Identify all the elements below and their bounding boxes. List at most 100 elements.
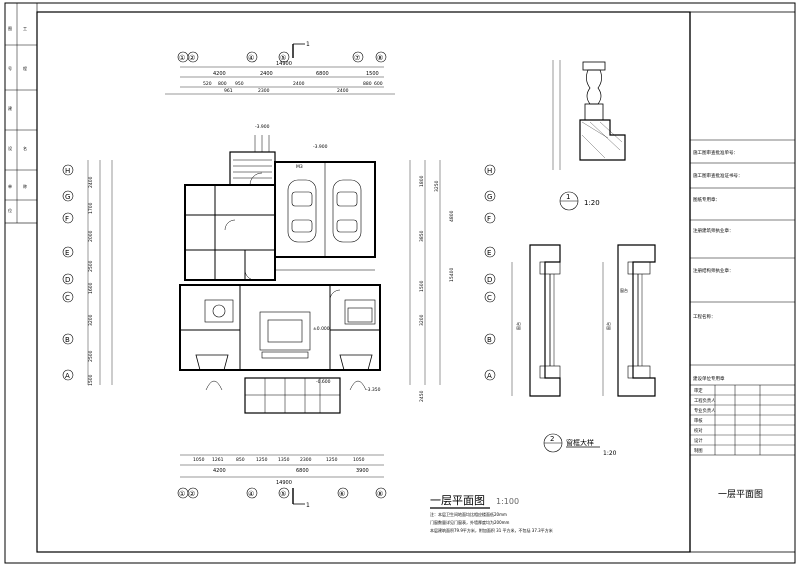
axis-label-right: H [487,167,492,175]
strip-label: 设 [8,145,12,151]
right-dims: 3250 4800 15400 1800 3850 1500 3200 2450 [419,175,455,402]
top-dim: 600 [374,81,383,87]
top-dim: 2400 [260,71,273,77]
detail1-number: 1 [566,193,570,201]
top-dimension-lines [165,66,395,95]
elevation-label: -0.600 [316,379,331,385]
axis-label-right: G [487,193,492,201]
bottom-dim: 6800 [296,468,309,474]
drawing-note: 门窗数量详见门窗表，外墙厚度均为200mm [430,519,510,525]
bottom-dim: 1250 [256,457,268,463]
axis-label-left: H [65,167,70,175]
axis-label-top: ⑦ [354,54,360,62]
axis-label-left: D [65,276,70,284]
drawing-title: 一层平面图 [430,494,485,507]
svg-text:3200: 3200 [419,314,425,326]
tb-field: 施工图审查批准单号： [693,149,738,156]
entrance-steps [233,135,272,179]
axis-label-bottom: ⑧ [377,490,383,498]
svg-text:4800: 4800 [449,210,455,222]
top-dim: 880 [363,81,372,87]
svg-text:2000: 2000 [88,230,94,242]
axis-label-right: B [487,336,492,344]
bottom-dimension-lines [180,454,384,478]
strip-label: 名 [23,145,27,151]
sheet-name: 一层平面图 [718,489,763,500]
axis-label-top: ⑤ [280,54,286,62]
axis-label-top: ⑧ [377,54,383,62]
axis-label-right: D [487,276,492,284]
axis-label-left: C [65,294,70,302]
axis-label-bottom: ④ [248,490,254,498]
section-mark-bottom: 1 [306,502,310,509]
signoff-label: 审核 [694,417,703,424]
bottom-dim: 3900 [356,468,369,474]
elevation-label: -3.900 [313,144,328,150]
drawing-scale: 1:100 [496,497,519,506]
top-dim: 4200 [213,71,226,77]
signoff-label: 制图 [694,447,703,454]
axis-label-left: G [65,193,70,201]
tb-field: 工程名称： [693,313,716,320]
detail-side-label: 窗台 [620,287,628,293]
tb-field: 注册建筑师执业章： [693,227,734,234]
top-dim: 1500 [366,71,379,77]
bottom-dim: 1050 [353,457,365,463]
building-walls [179,151,381,414]
bottom-dim: 1350 [278,457,290,463]
strip-label: 位 [8,207,12,213]
strip-label: 单 [8,183,12,189]
left-axis-column [62,160,113,385]
axis-label-right: C [487,294,492,302]
detail-window-frame [511,244,656,453]
signoff-label: 审定 [694,387,703,394]
detail2-number: 2 [550,435,554,443]
signoff-label: 设计 [694,437,703,444]
axis-label-left: E [65,249,69,257]
left-strip: 图 号 建 设 单 位 工 程 名 称 [4,2,38,224]
svg-text:1600: 1600 [88,282,94,294]
strip-label: 称 [23,183,27,189]
top-dim: 2400 [293,81,305,87]
top-total-dim: 14900 [276,61,292,67]
strip-label: 建 [8,105,12,111]
drawing-note: 注：本层卫生间地面均比相应楼面低20mm [430,511,507,517]
svg-text:3200: 3200 [88,314,94,326]
strip-label: 工 [23,26,27,31]
top-axis-row [177,51,387,63]
svg-text:2450: 2450 [419,390,425,402]
living-furniture [204,299,376,359]
axis-label-right: F [487,215,491,223]
svg-text:2500: 2500 [88,350,94,362]
tb-field: 施工图审查批准证书号： [693,172,743,179]
axis-label-right: A [487,372,492,380]
interior-partitions [180,162,380,413]
right-axis-column [409,160,496,385]
svg-text:1700: 1700 [88,202,94,214]
signoff-label: 专业负责人 [694,407,716,414]
axis-label-bottom: ② [189,490,195,498]
tb-stamp-label: 建设单位专用章 [693,375,725,382]
axis-label-bottom: ⑥ [339,490,345,498]
axis-label-bottom: ⑤ [280,490,286,498]
axis-label-top: ④ [248,54,254,62]
signoff-label: 校对 [694,427,703,434]
axis-label-left: F [65,215,69,223]
floor-plan: ① ② ④ ⑤ ⑦ ⑧ 1 14900 4200 2400 6800 1500 … [62,41,496,509]
outer-border [4,2,796,564]
svg-text:3850: 3850 [419,230,425,242]
detail-side-label: 窗台 [605,322,611,330]
signoff-label: 工程负责人 [694,397,716,404]
garage-cars [287,179,362,243]
drawing-title-block: 一层平面图 1:100 注：本层卫生间地面均比相应楼面低20mm 门窗数量详见门… [430,494,553,533]
bottom-dim: 1261 [212,457,224,463]
top-dim: 520 [203,81,212,87]
svg-text:2500: 2500 [88,260,94,272]
bottom-dim: 1250 [326,457,338,463]
garage-door-label: M3 [296,164,303,170]
axis-label-bottom: ① [179,490,185,498]
axis-label-top: ① [179,54,185,62]
svg-text:1500: 1500 [88,374,94,386]
svg-text:15400: 15400 [449,268,455,282]
